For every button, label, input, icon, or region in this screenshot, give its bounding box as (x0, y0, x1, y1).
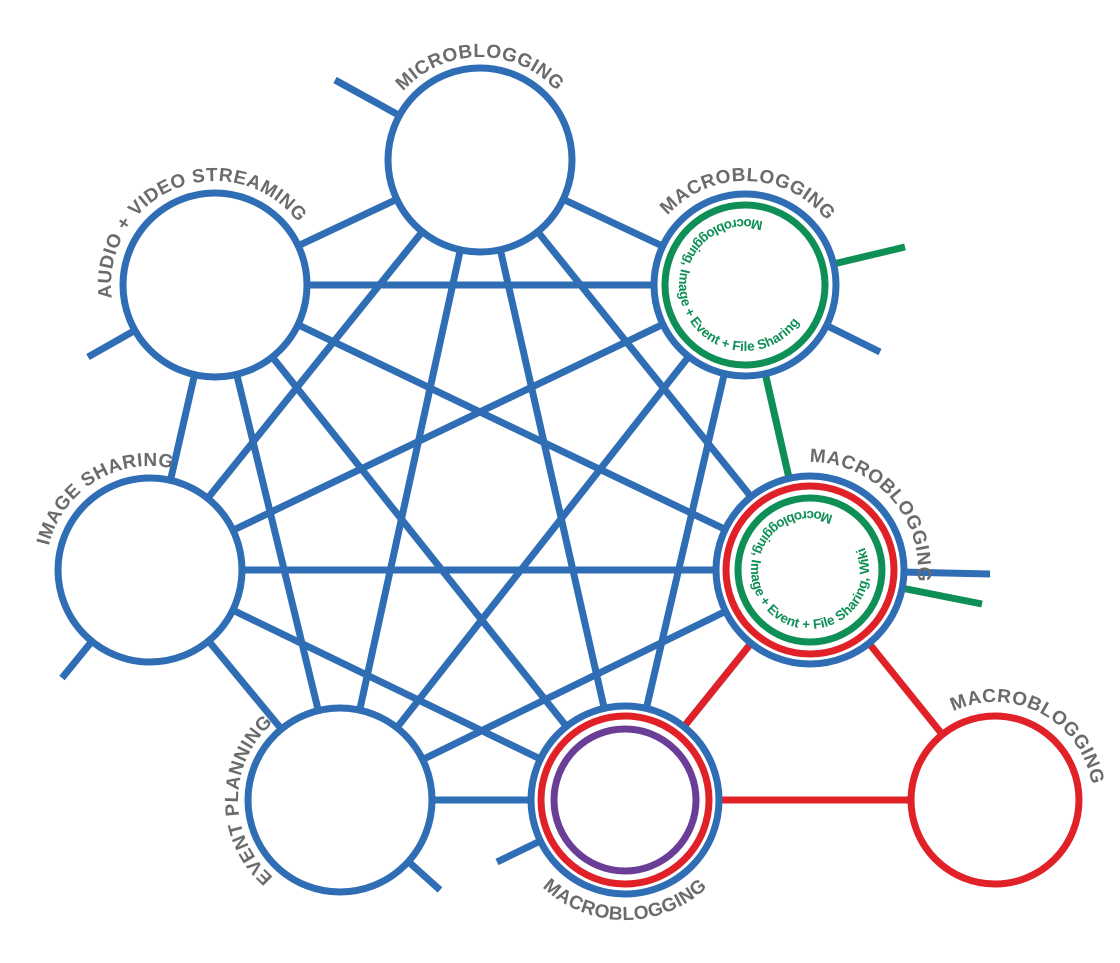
node-audio-video[interactable] (119, 189, 311, 381)
edge-microblogging-event-planning (336, 159, 484, 801)
node-macro-far[interactable] (907, 712, 1083, 888)
edge-macro-top-image-sharing (148, 281, 747, 574)
edges (59, 76, 998, 893)
node-event-planning[interactable] (244, 704, 436, 896)
edge-audio-video-macro-mid (213, 281, 812, 574)
edge-macro-top-event-planning (337, 282, 748, 803)
node-image-sharing[interactable] (54, 474, 246, 666)
node-macro-mid-green-ring[interactable] (734, 494, 886, 646)
node-macro-bottom-purple-ring[interactable] (550, 725, 700, 875)
node-macro-top-green-ring[interactable] (661, 201, 829, 369)
edge-microblogging-macro-bottom (476, 159, 629, 801)
nodes (54, 64, 1083, 898)
node-microblogging[interactable] (384, 64, 576, 256)
edge-audio-video-macro-bottom (212, 282, 628, 803)
